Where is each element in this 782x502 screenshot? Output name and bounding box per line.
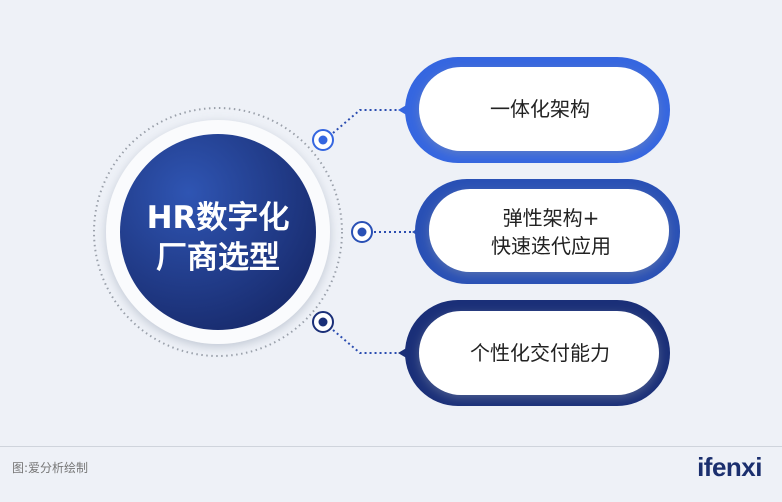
ifenxi-logo: ifenxi xyxy=(697,452,762,482)
source-caption: 图:爱分析绘制 xyxy=(12,461,89,475)
dotted-ring xyxy=(93,107,343,357)
connector-3 xyxy=(332,329,398,354)
diagram: HR数字化 厂商选型 一体化架构 弹性架构+ 快速迭代应用 个性化交付能力 xyxy=(93,57,680,406)
footer-divider xyxy=(0,446,782,447)
node-dot-1 xyxy=(312,129,334,151)
item-label-3: 个性化交付能力 xyxy=(470,341,610,365)
center-title-line1: HR数字化 xyxy=(147,200,290,236)
node-dot-3 xyxy=(312,311,334,333)
node-dot-2 xyxy=(351,221,373,243)
item-label-1: 一体化架构 xyxy=(490,97,590,121)
item-label-2b: 快速迭代应用 xyxy=(491,234,611,258)
center-circle xyxy=(120,134,316,330)
item-pill-1: 一体化架构 xyxy=(398,57,670,163)
center-title-line2: 厂商选型 xyxy=(156,240,280,276)
item-pill-3: 个性化交付能力 xyxy=(398,300,670,406)
item-label-2a: 弹性架构+ xyxy=(503,206,600,230)
item-pill-2: 弹性架构+ 快速迭代应用 xyxy=(412,179,680,284)
connector-1 xyxy=(332,109,398,134)
